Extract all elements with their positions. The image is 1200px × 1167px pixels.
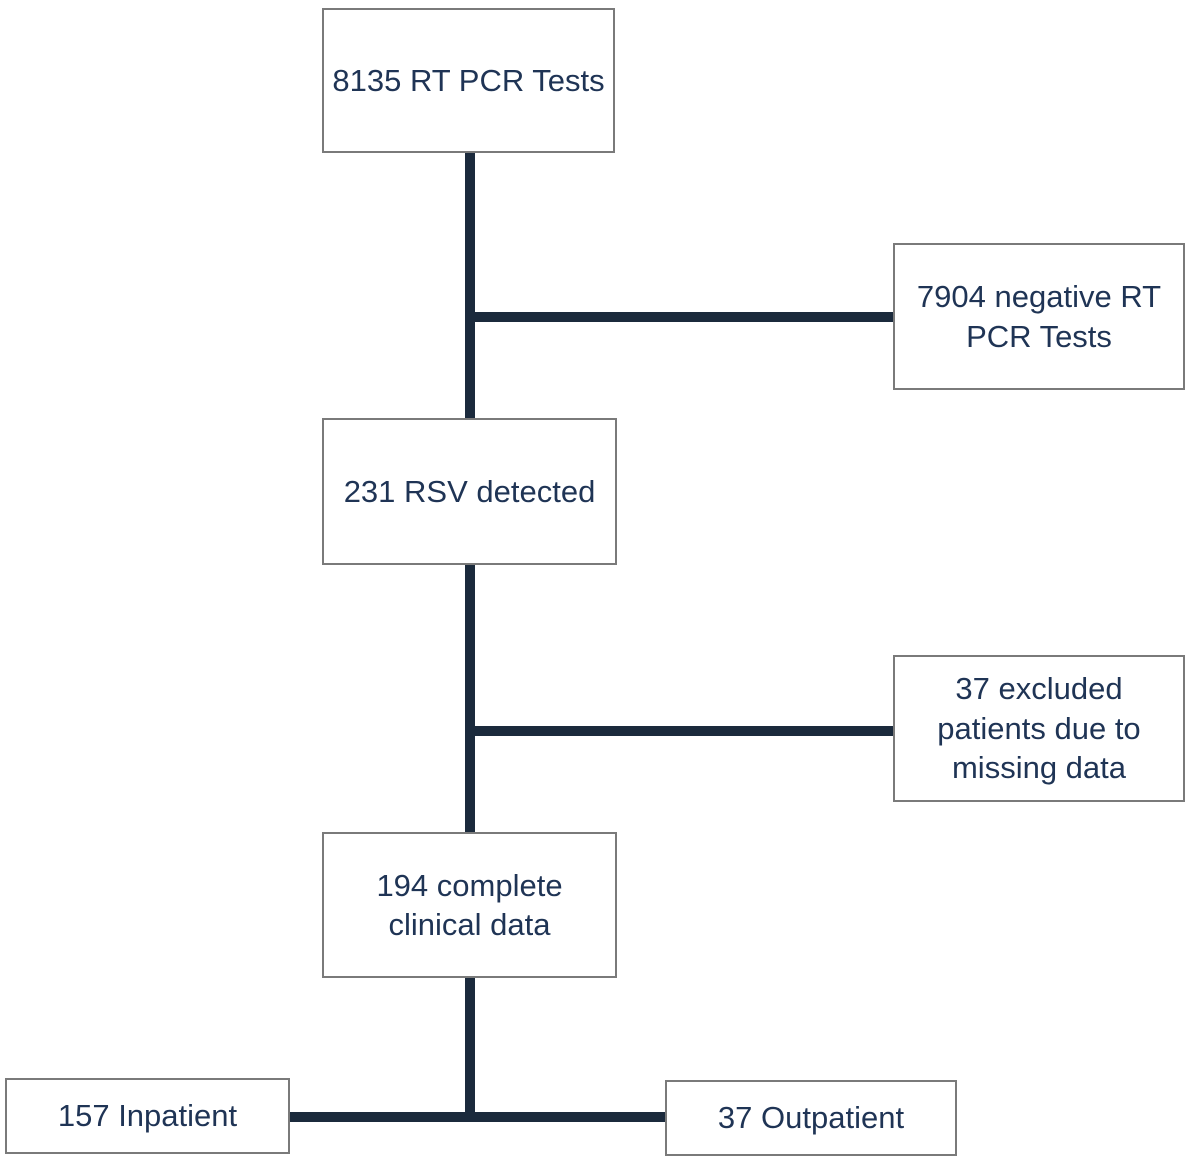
node-excluded-label: 37 excluded patients due to missing data: [937, 671, 1141, 786]
connector-negative-branch: [470, 312, 893, 322]
node-negative-tests: 7904 negative RT PCR Tests: [893, 243, 1185, 390]
node-rt-pcr-tests: 8135 RT PCR Tests: [322, 8, 615, 153]
node-negative-tests-label: 7904 negative RT PCR Tests: [916, 279, 1162, 354]
node-outpatient-label: 37 Outpatient: [717, 1100, 905, 1136]
connector-middle-vertical: [465, 564, 475, 833]
node-rsv-detected-label: 231 RSV detected: [343, 473, 596, 509]
node-rt-pcr-tests-label: 8135 RT PCR Tests: [332, 62, 605, 98]
node-complete-data: 194 complete clinical data: [322, 832, 617, 978]
node-outpatient: 37 Outpatient: [665, 1080, 957, 1156]
connector-top-vertical: [465, 153, 475, 419]
node-inpatient: 157 Inpatient: [5, 1078, 290, 1154]
node-inpatient-label: 157 Inpatient: [57, 1098, 238, 1134]
node-excluded: 37 excluded patients due to missing data: [893, 655, 1185, 802]
connector-bottom-vertical: [465, 977, 475, 1122]
node-complete-data-label: 194 complete clinical data: [376, 867, 563, 942]
connector-bottom-horizontal: [289, 1112, 666, 1122]
connector-excluded-branch: [470, 726, 893, 736]
node-rsv-detected: 231 RSV detected: [322, 418, 617, 565]
